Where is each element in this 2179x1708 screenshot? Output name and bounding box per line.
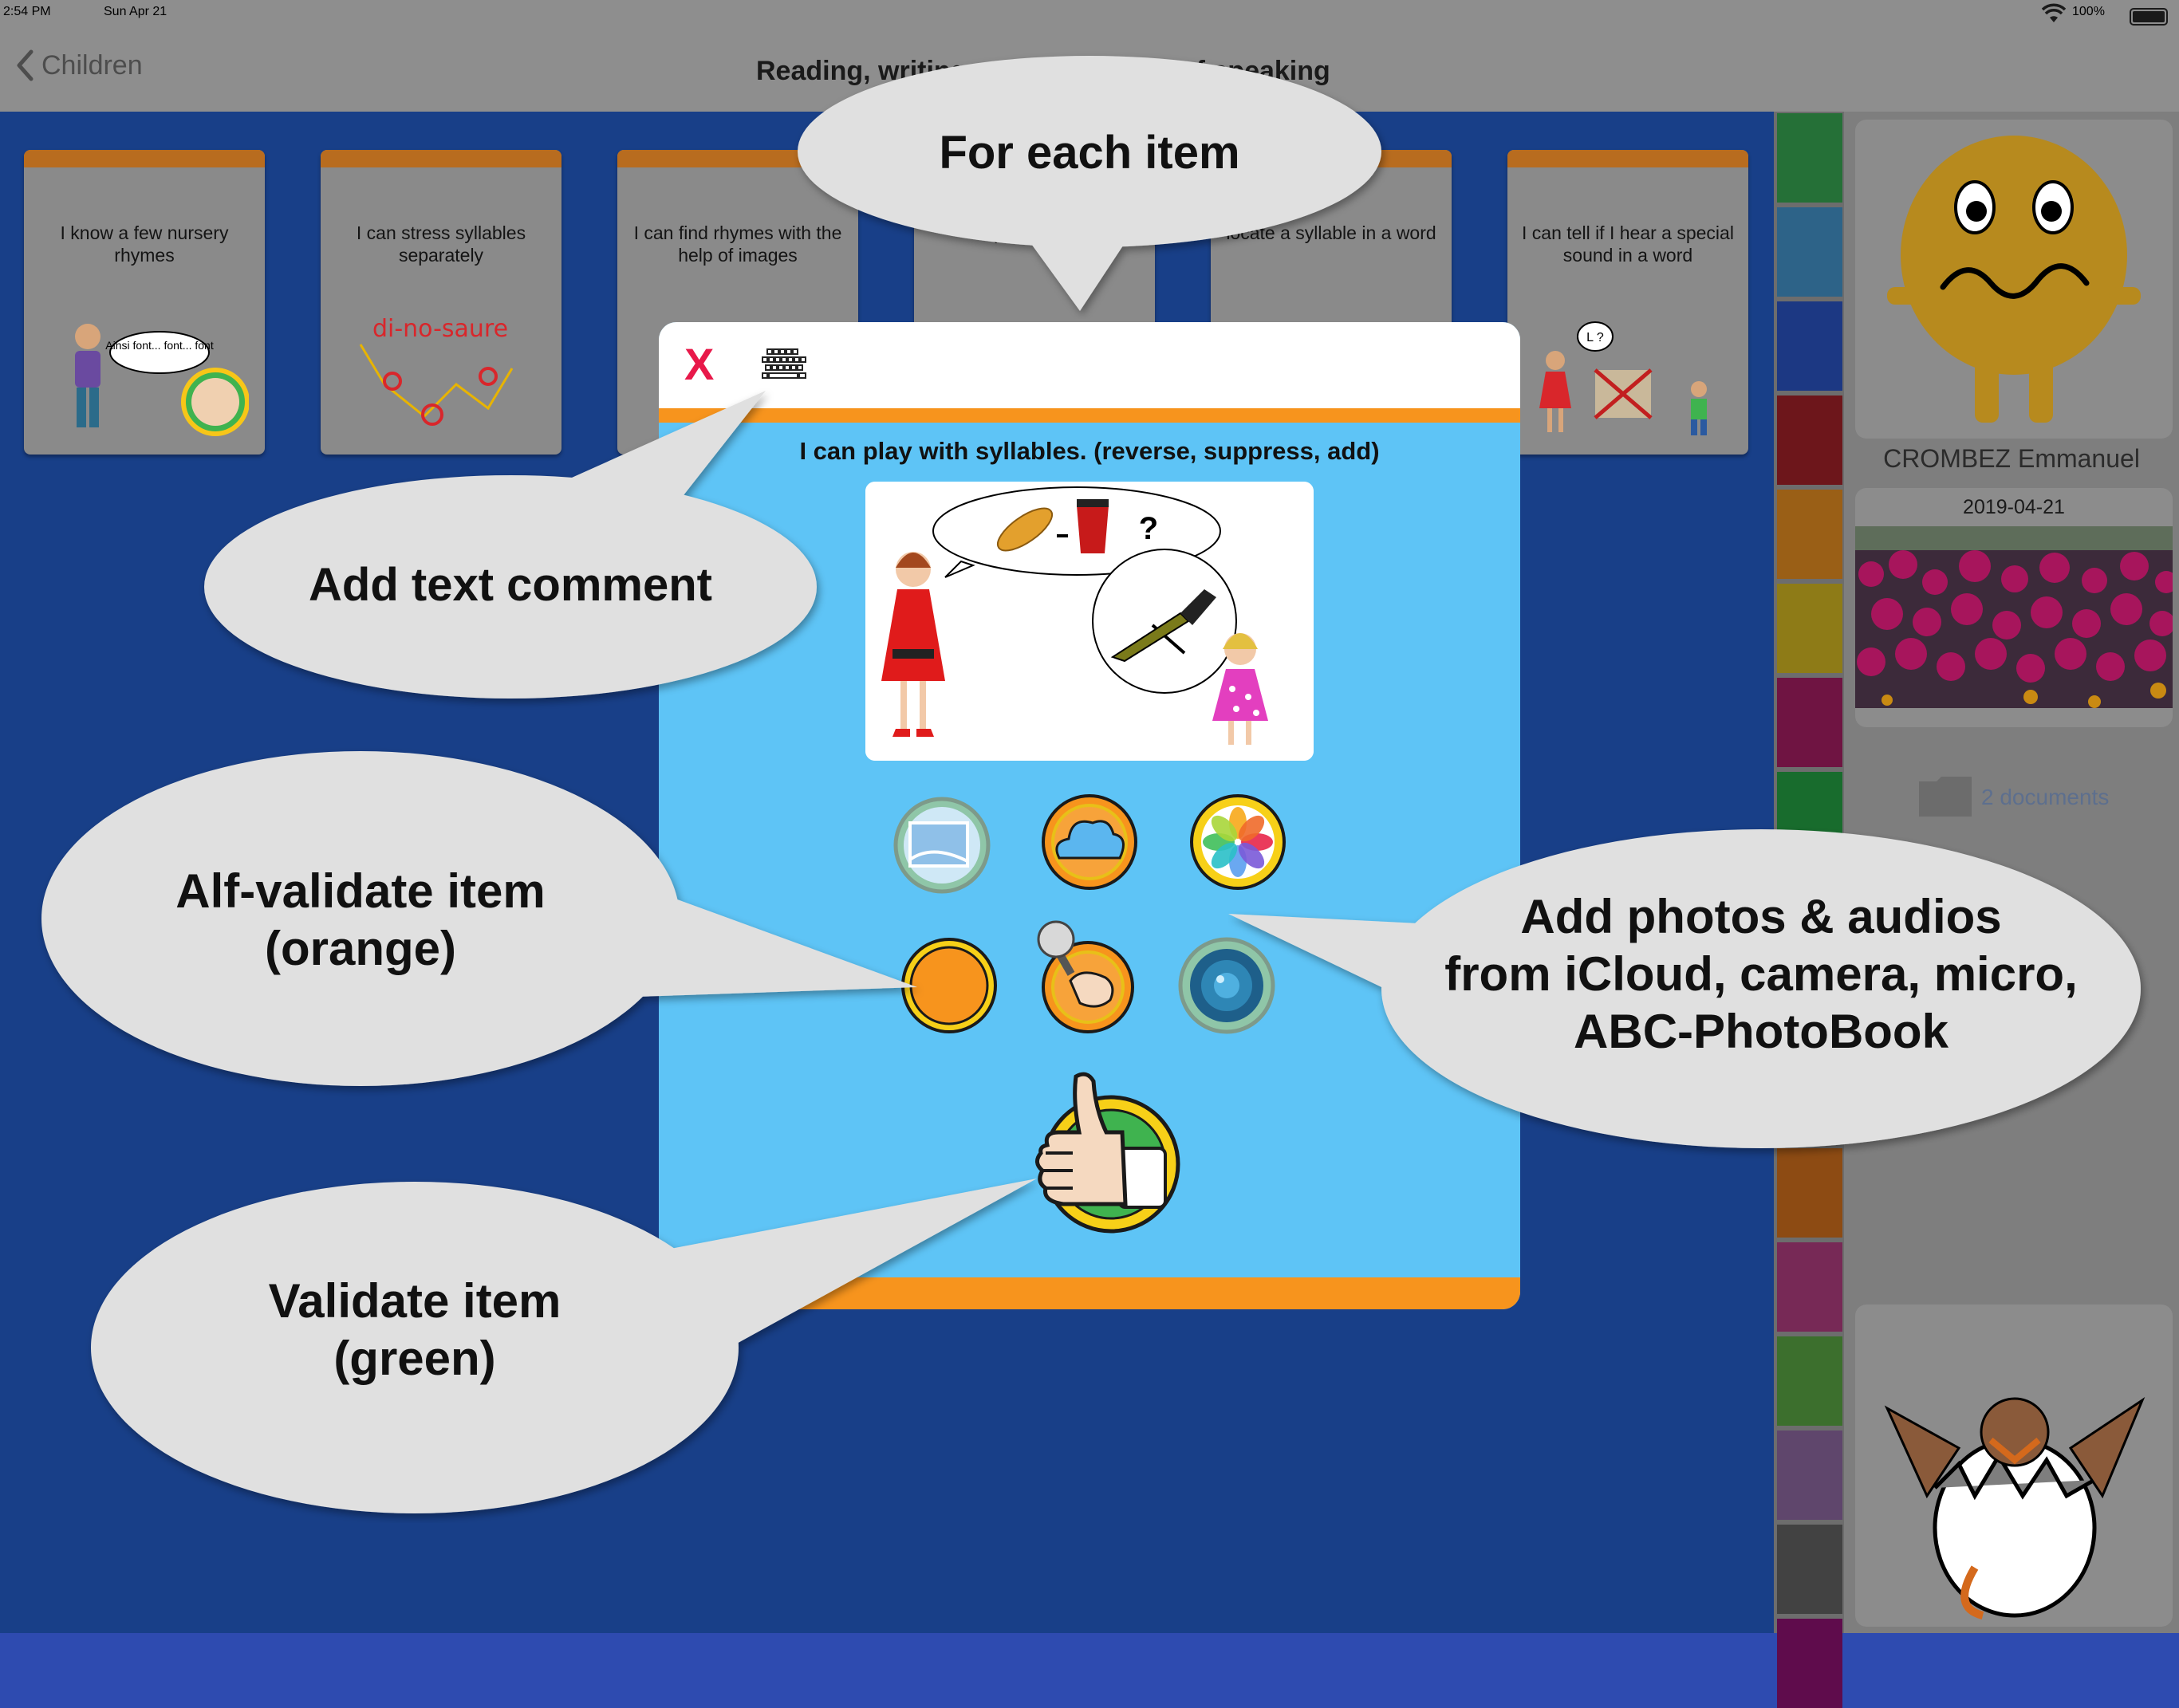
item-illustration: ? [865, 482, 1314, 761]
callout-add-media-text: Add photos & audios from iCloud, camera,… [1388, 888, 2134, 1061]
category-swatch[interactable] [1777, 1431, 1842, 1520]
card-label: I know a few nursery rhymes [60, 222, 229, 266]
callout-validate-line1: Validate item [268, 1274, 561, 1328]
flower-photo-thumbnail[interactable] [1855, 526, 2173, 708]
documents-link[interactable]: 2 documents [1981, 785, 2110, 809]
monster-avatar-icon [1887, 136, 2141, 423]
photo-library-icon [908, 821, 969, 868]
child-avatar[interactable] [1855, 120, 2173, 439]
callout-add-text-comment-text: Add text comment [309, 559, 712, 611]
half-validate-button[interactable] [900, 936, 999, 1035]
callout-add-media-line3: ABC-PhotoBook [1574, 1005, 1948, 1058]
photo-library-button[interactable] [892, 796, 991, 895]
category-swatch[interactable] [1777, 207, 1842, 297]
icloud-button[interactable] [1040, 793, 1139, 891]
item-title: I can play with syllables. (reverse, sup… [799, 437, 1380, 465]
callout-add-text-comment [204, 391, 817, 699]
callout-add-media-line1: Add photos & audios [1520, 890, 2002, 943]
card-label: I can find rhymes with the help of image… [633, 222, 842, 266]
dragon-egg-icon [1884, 1397, 2146, 1619]
modal-top-accent [659, 408, 1520, 423]
category-swatch[interactable] [1777, 1336, 1842, 1426]
category-swatch[interactable] [1777, 301, 1842, 391]
card-art-text: L ? [1586, 331, 1604, 344]
photos-app-icon [1203, 807, 1273, 877]
callout-validate [91, 1179, 1037, 1513]
back-button[interactable]: Children [16, 49, 143, 81]
category-swatch[interactable] [1777, 584, 1842, 673]
callout-alf-validate-line1: Alf-validate item [175, 864, 546, 918]
category-swatch[interactable] [1777, 113, 1842, 203]
dragon-card[interactable] [1855, 1305, 2173, 1627]
callout-add-media [1228, 829, 2141, 1148]
icloud-icon [1055, 820, 1125, 860]
category-swatch[interactable] [1777, 1148, 1842, 1238]
battery-percentage: 100% [2072, 5, 2105, 18]
callout-add-media-line2: from iCloud, camera, micro, [1444, 947, 2078, 1001]
skill-card-stress-syllables[interactable]: I can stress syllables separately di-no-… [321, 150, 561, 455]
microphone-icon [1037, 920, 1114, 1008]
card-illustration: L ? [1539, 321, 1707, 435]
category-swatch[interactable] [1777, 1525, 1842, 1614]
item-image-question: ? [1139, 511, 1158, 546]
microphone-button[interactable] [1034, 917, 1145, 1037]
category-swatch[interactable] [1777, 1619, 1842, 1708]
card-label: I can tell if I hear a special sound in … [1522, 222, 1734, 266]
skill-card-special-sound[interactable]: I can tell if I hear a special sound in … [1507, 150, 1748, 455]
folder-icon[interactable] [1917, 773, 1973, 818]
validate-button[interactable] [1023, 1068, 1183, 1236]
chevron-left-icon [17, 49, 33, 81]
category-swatch[interactable] [1777, 678, 1842, 767]
category-swatch[interactable] [1777, 490, 1842, 579]
category-swatch[interactable] [1777, 1242, 1842, 1332]
card-art-text: Ainsi font... font... font [105, 339, 214, 352]
status-time: 2:54 PM [3, 5, 51, 18]
wifi-icon [2042, 3, 2066, 22]
status-bar [0, 0, 2179, 35]
keyboard-icon[interactable] [759, 348, 807, 384]
callout-alf-validate-text: Alf-validate item (orange) [32, 863, 689, 978]
callout-alf-validate [41, 751, 917, 1086]
skill-card-nursery-rhymes[interactable]: I know a few nursery rhymes Ainsi font..… [24, 150, 265, 455]
category-swatch[interactable] [1777, 396, 1842, 485]
card-illustration: di-no-saure [359, 315, 514, 426]
close-button[interactable]: X [684, 339, 715, 389]
photos-app-button[interactable] [1188, 793, 1287, 891]
back-label: Children [41, 49, 143, 81]
callout-validate-text: Validate item (green) [80, 1273, 750, 1387]
battery-icon [2130, 8, 2168, 26]
callout-alf-validate-line2: (orange) [265, 922, 456, 975]
callout-for-each-item-text: For each item [939, 127, 1240, 179]
photo-date: 2019-04-21 [1963, 496, 2065, 518]
card-label: I can stress syllables separately [356, 222, 526, 266]
callout-validate-line2: (green) [333, 1332, 496, 1385]
status-date: Sun Apr 21 [104, 5, 167, 18]
camera-lens-icon [1190, 949, 1263, 1022]
card-art-text: di-no-saure [372, 315, 508, 343]
callout-for-each-item [798, 56, 1381, 311]
camera-button[interactable] [1177, 936, 1276, 1035]
child-name: CROMBEZ Emmanuel [1883, 444, 2140, 473]
card-illustration: Ainsi font... font... font [75, 324, 249, 436]
thumbs-up-icon [1035, 1072, 1167, 1209]
